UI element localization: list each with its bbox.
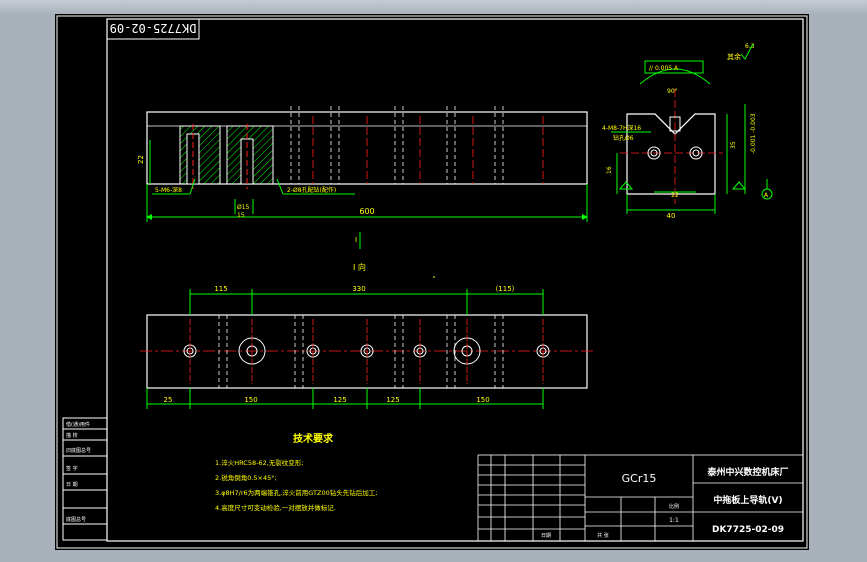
datum-label: A bbox=[764, 192, 769, 199]
dim-side-height-right: 35 bbox=[730, 141, 737, 149]
slot-callout: 2-Ø8孔配钻(配作) bbox=[287, 186, 336, 194]
dim-bottom-3: 125 bbox=[333, 396, 346, 404]
company-name: 泰州中兴数控机床厂 bbox=[706, 466, 788, 478]
roughness-value: 6.3 bbox=[745, 43, 755, 50]
drawing-sheet: DK7725-02-09 600 bbox=[55, 14, 809, 550]
technical-requirements: 技术要求 1.淬火HRC58-62,无裂纹变形; 2.锐角倒角0.5×45°; … bbox=[215, 432, 377, 512]
bottom-hole-callout: Ø15 bbox=[237, 204, 250, 211]
left-hole-callout: 5-M6-深8 bbox=[155, 186, 182, 194]
dim-side-center: 22 bbox=[671, 192, 679, 199]
svg-text:日 期: 日 期 bbox=[66, 482, 78, 488]
front-view: 600 22 5-M6-深8 Ø15 15 2-Ø8孔配钻(配作) bbox=[137, 106, 588, 222]
section-marker: I I 向 bbox=[353, 232, 435, 278]
title-block bbox=[477, 454, 804, 542]
outer-frame bbox=[56, 15, 808, 549]
dim-overall-length: 600 bbox=[359, 207, 374, 216]
title-block-text: GCr15 泰州中兴数控机床厂 中拖板上导轨(V) DK7725-02-09 1… bbox=[541, 466, 789, 539]
dim-top-1: 115 bbox=[214, 285, 227, 293]
side-table bbox=[62, 417, 108, 541]
part-name: 中拖板上导轨(V) bbox=[713, 494, 782, 506]
dim-bottom-5: 150 bbox=[476, 396, 489, 404]
scale-label: 比例 bbox=[669, 503, 679, 510]
svg-text:借(通)用件: 借(通)用件 bbox=[66, 421, 90, 428]
date-label: 日期 bbox=[541, 533, 551, 539]
datum-symbol bbox=[761, 188, 773, 200]
dim-left-height: 22 bbox=[137, 155, 145, 164]
top-view: 115 330 (115) 25 150 125 125 150 bbox=[140, 285, 595, 409]
inner-frame bbox=[106, 18, 804, 542]
roughness-note: 其余 bbox=[727, 52, 741, 61]
section-label: I 向 bbox=[353, 262, 366, 272]
sheet-label: 共 张 bbox=[597, 532, 609, 539]
svg-text:描 校: 描 校 bbox=[66, 432, 78, 439]
tech-requirement-2: 2.锐角倒角0.5×45°; bbox=[215, 473, 277, 482]
side-view: 90° // 0.005 A 其余 6.3 4-M8-7H深16 钻孔Ø6 40… bbox=[602, 43, 773, 220]
tolerance-frame bbox=[644, 60, 704, 74]
svg-text:签 字: 签 字 bbox=[66, 465, 78, 472]
cad-drawing: DK7725-02-09 600 bbox=[56, 15, 808, 549]
svg-text:旧底图总号: 旧底图总号 bbox=[66, 447, 91, 454]
dim-top-2: 330 bbox=[352, 285, 365, 293]
dim-side-tolerance: -0.001 -0.003 bbox=[750, 113, 757, 154]
svg-text:底图总号: 底图总号 bbox=[66, 516, 86, 523]
tech-requirement-1: 1.淬火HRC58-62,无裂纹变形; bbox=[215, 458, 303, 467]
tech-requirement-3: 3.φ8H7/r6为两端锥孔,淬火前用GTZ00钻头先钻后加工; bbox=[215, 488, 377, 497]
side-hole-callout: 4-M8-7H深16 bbox=[602, 124, 641, 132]
angle-dim: 90° bbox=[667, 88, 678, 95]
drawing-number-stamp: DK7725-02-09 bbox=[106, 18, 200, 40]
tech-requirements-title: 技术要求 bbox=[293, 432, 334, 445]
drawing-number: DK7725-02-09 bbox=[712, 525, 784, 535]
svg-text:DK7725-02-09: DK7725-02-09 bbox=[110, 21, 197, 35]
dim-side-height-left: 16 bbox=[606, 166, 613, 174]
dim-top-3: (115) bbox=[496, 285, 515, 293]
tolerance-frame-text: // 0.005 A bbox=[649, 65, 679, 72]
tech-requirement-4: 4.高度尺寸可变动检验,一对摆放并做标记. bbox=[215, 503, 336, 512]
dim-bottom-4: 125 bbox=[386, 396, 399, 404]
dim-bottom-1: 25 bbox=[164, 396, 173, 404]
app-top-bar bbox=[0, 0, 867, 14]
svg-text:I: I bbox=[355, 236, 357, 244]
material-label: GCr15 bbox=[622, 472, 657, 485]
scale-value: 1:1 bbox=[669, 517, 679, 524]
dim-side-width: 40 bbox=[667, 212, 676, 220]
dim-bottom-2: 150 bbox=[244, 396, 257, 404]
section-hatch-left bbox=[179, 125, 221, 185]
side-hole-callout-sub: 钻孔Ø6 bbox=[613, 134, 634, 142]
bottom-hole-depth: 15 bbox=[237, 212, 245, 219]
side-table-labels: 借(通)用件 描 校 旧底图总号 签 字 日 期 底图总号 bbox=[66, 421, 91, 523]
